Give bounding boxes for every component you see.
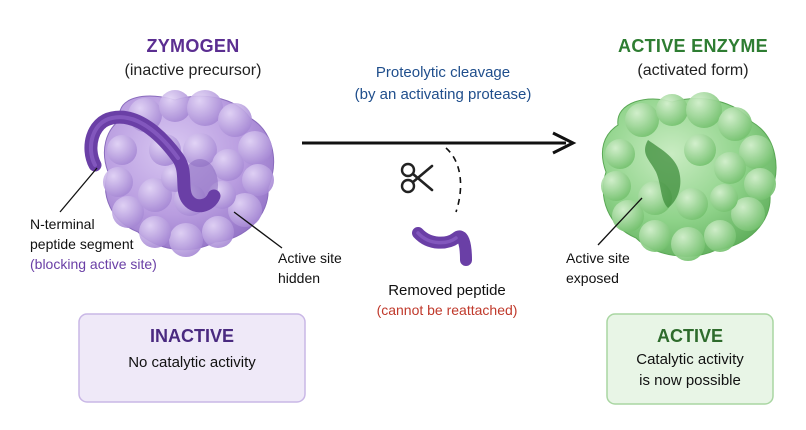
removed-peptide-note: (cannot be reattached)	[376, 302, 518, 318]
active-site-hidden-label-line2: hidden	[278, 270, 321, 286]
inactive-status-title: INACTIVE	[149, 326, 234, 346]
peptide-label-line2: peptide segment	[30, 236, 134, 252]
peptide-leader-line	[59, 167, 98, 213]
zymogen-subtitle: (inactive precursor)	[124, 62, 262, 79]
peptide-label-note: (blocking active site)	[30, 256, 157, 272]
process-label-line1: Proteolytic cleavage	[375, 64, 511, 81]
scissors-icon	[400, 162, 434, 194]
cleavage-arrow	[302, 131, 577, 155]
removed-peptide-label: Removed peptide	[388, 282, 506, 299]
active-site-exposed-label-line2: exposed	[566, 270, 619, 286]
inactive-status-box	[78, 313, 306, 403]
active-site-exposed-label-line1: Active site	[566, 250, 630, 266]
active-status-box	[606, 313, 774, 405]
active-site-hidden-label-line1: Active site	[278, 250, 342, 266]
removal-dashed-path	[445, 147, 462, 213]
exposed-active-site-cleft	[645, 140, 681, 208]
zymogen-title: ZYMOGEN	[146, 36, 240, 56]
inactive-status-desc: No catalytic activity	[128, 354, 256, 371]
active-enzyme-subtitle: (activated form)	[637, 62, 749, 79]
active-site-exposed-leader	[597, 197, 643, 246]
active-status-desc-line2: is now possible	[639, 372, 741, 389]
active-status-title: ACTIVE	[656, 326, 723, 346]
process-label-line2: (by an activating protease)	[354, 86, 532, 103]
active-site-hidden-leader	[233, 211, 283, 249]
active-enzyme-title: ACTIVE ENZYME	[618, 36, 768, 56]
active-enzyme-protein	[601, 92, 777, 261]
peptide-label-line1: N-terminal	[30, 216, 95, 232]
active-status-desc-line1: Catalytic activity	[636, 351, 744, 368]
